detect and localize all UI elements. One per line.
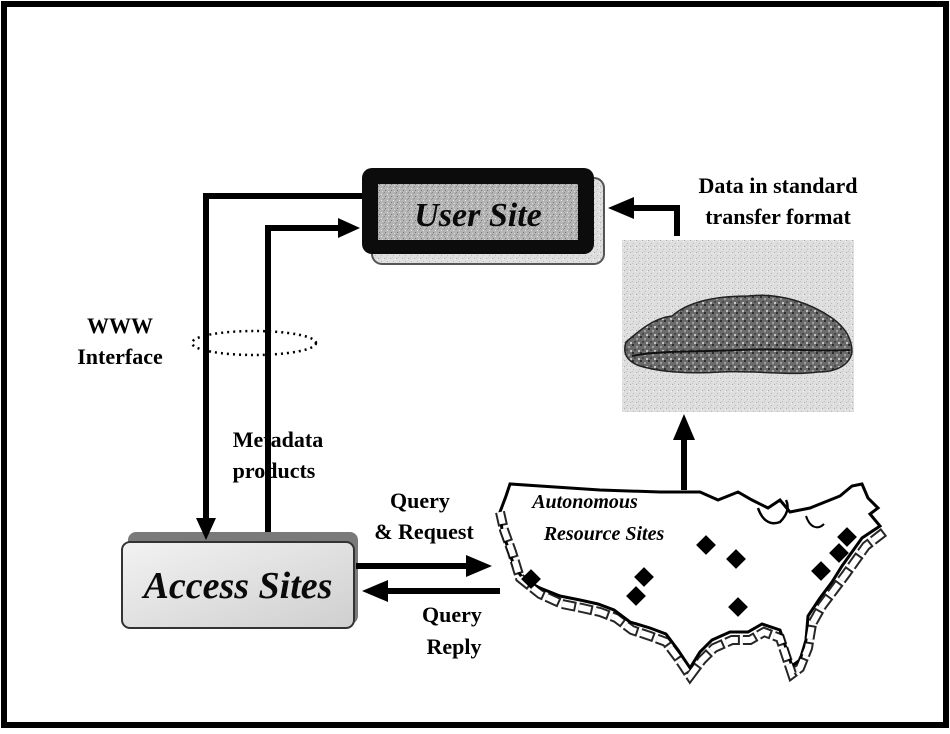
resource-sites-label-line1: Autonomous xyxy=(530,491,638,513)
query-reply-label-line2: Reply xyxy=(427,634,482,659)
user-site-label: User Site xyxy=(414,197,542,234)
terrain-shading-line xyxy=(631,348,851,357)
site-marker xyxy=(726,549,746,569)
user-site-inner-panel xyxy=(378,184,578,240)
www-label-line2: Interface xyxy=(77,344,163,369)
site-marker xyxy=(626,586,646,606)
data-format-label-line2: transfer format xyxy=(705,204,851,229)
site-marker xyxy=(728,597,748,617)
data-format-label-line1: Data in standard xyxy=(699,173,858,198)
site-marker xyxy=(811,561,831,581)
query-reply-label-line1: Query xyxy=(422,602,482,627)
resource-sites-label-line2: Resource Sites xyxy=(543,523,665,545)
terrain-data-image xyxy=(622,240,854,412)
metadata-arrow xyxy=(265,218,360,532)
data-to-user-arrow-head xyxy=(608,197,634,219)
site-marker xyxy=(829,543,849,563)
www-label-line1: WWW xyxy=(87,313,153,338)
query-request-label-line1: Query xyxy=(390,488,450,513)
query-request-label-line2: & Request xyxy=(374,519,474,544)
terrain-landmass xyxy=(624,294,853,375)
metadata-arrow-head xyxy=(338,218,360,238)
metadata-label-line2: products xyxy=(233,458,316,483)
www-arrow xyxy=(196,193,362,540)
query-request-arrow xyxy=(356,555,492,577)
data-to-user-arrow xyxy=(608,197,680,236)
query-request-arrow-head xyxy=(466,555,492,577)
map-to-data-arrow-head xyxy=(673,414,695,440)
site-marker xyxy=(837,527,857,547)
site-marker xyxy=(696,535,716,555)
access-sites-label: Access Sites xyxy=(142,565,333,607)
map-to-data-arrow xyxy=(673,414,695,490)
www-interface-ellipse xyxy=(190,329,318,357)
site-marker xyxy=(521,569,541,589)
user-site-node: User Site xyxy=(362,168,605,265)
great-lakes-outline xyxy=(756,499,789,525)
access-sites-box xyxy=(121,541,355,629)
usa-extruded-edge-highlight xyxy=(497,511,886,682)
site-marker xyxy=(634,567,654,587)
query-reply-arrow xyxy=(362,580,500,602)
usa-map: Autonomous Resource Sites xyxy=(495,482,888,685)
query-reply-arrow-head xyxy=(362,580,388,602)
www-arrow-head xyxy=(196,518,216,540)
access-sites-node: Access Sites xyxy=(121,532,358,629)
metadata-label-line1: Metadata xyxy=(233,427,323,452)
great-lakes-outline-east xyxy=(805,515,825,529)
